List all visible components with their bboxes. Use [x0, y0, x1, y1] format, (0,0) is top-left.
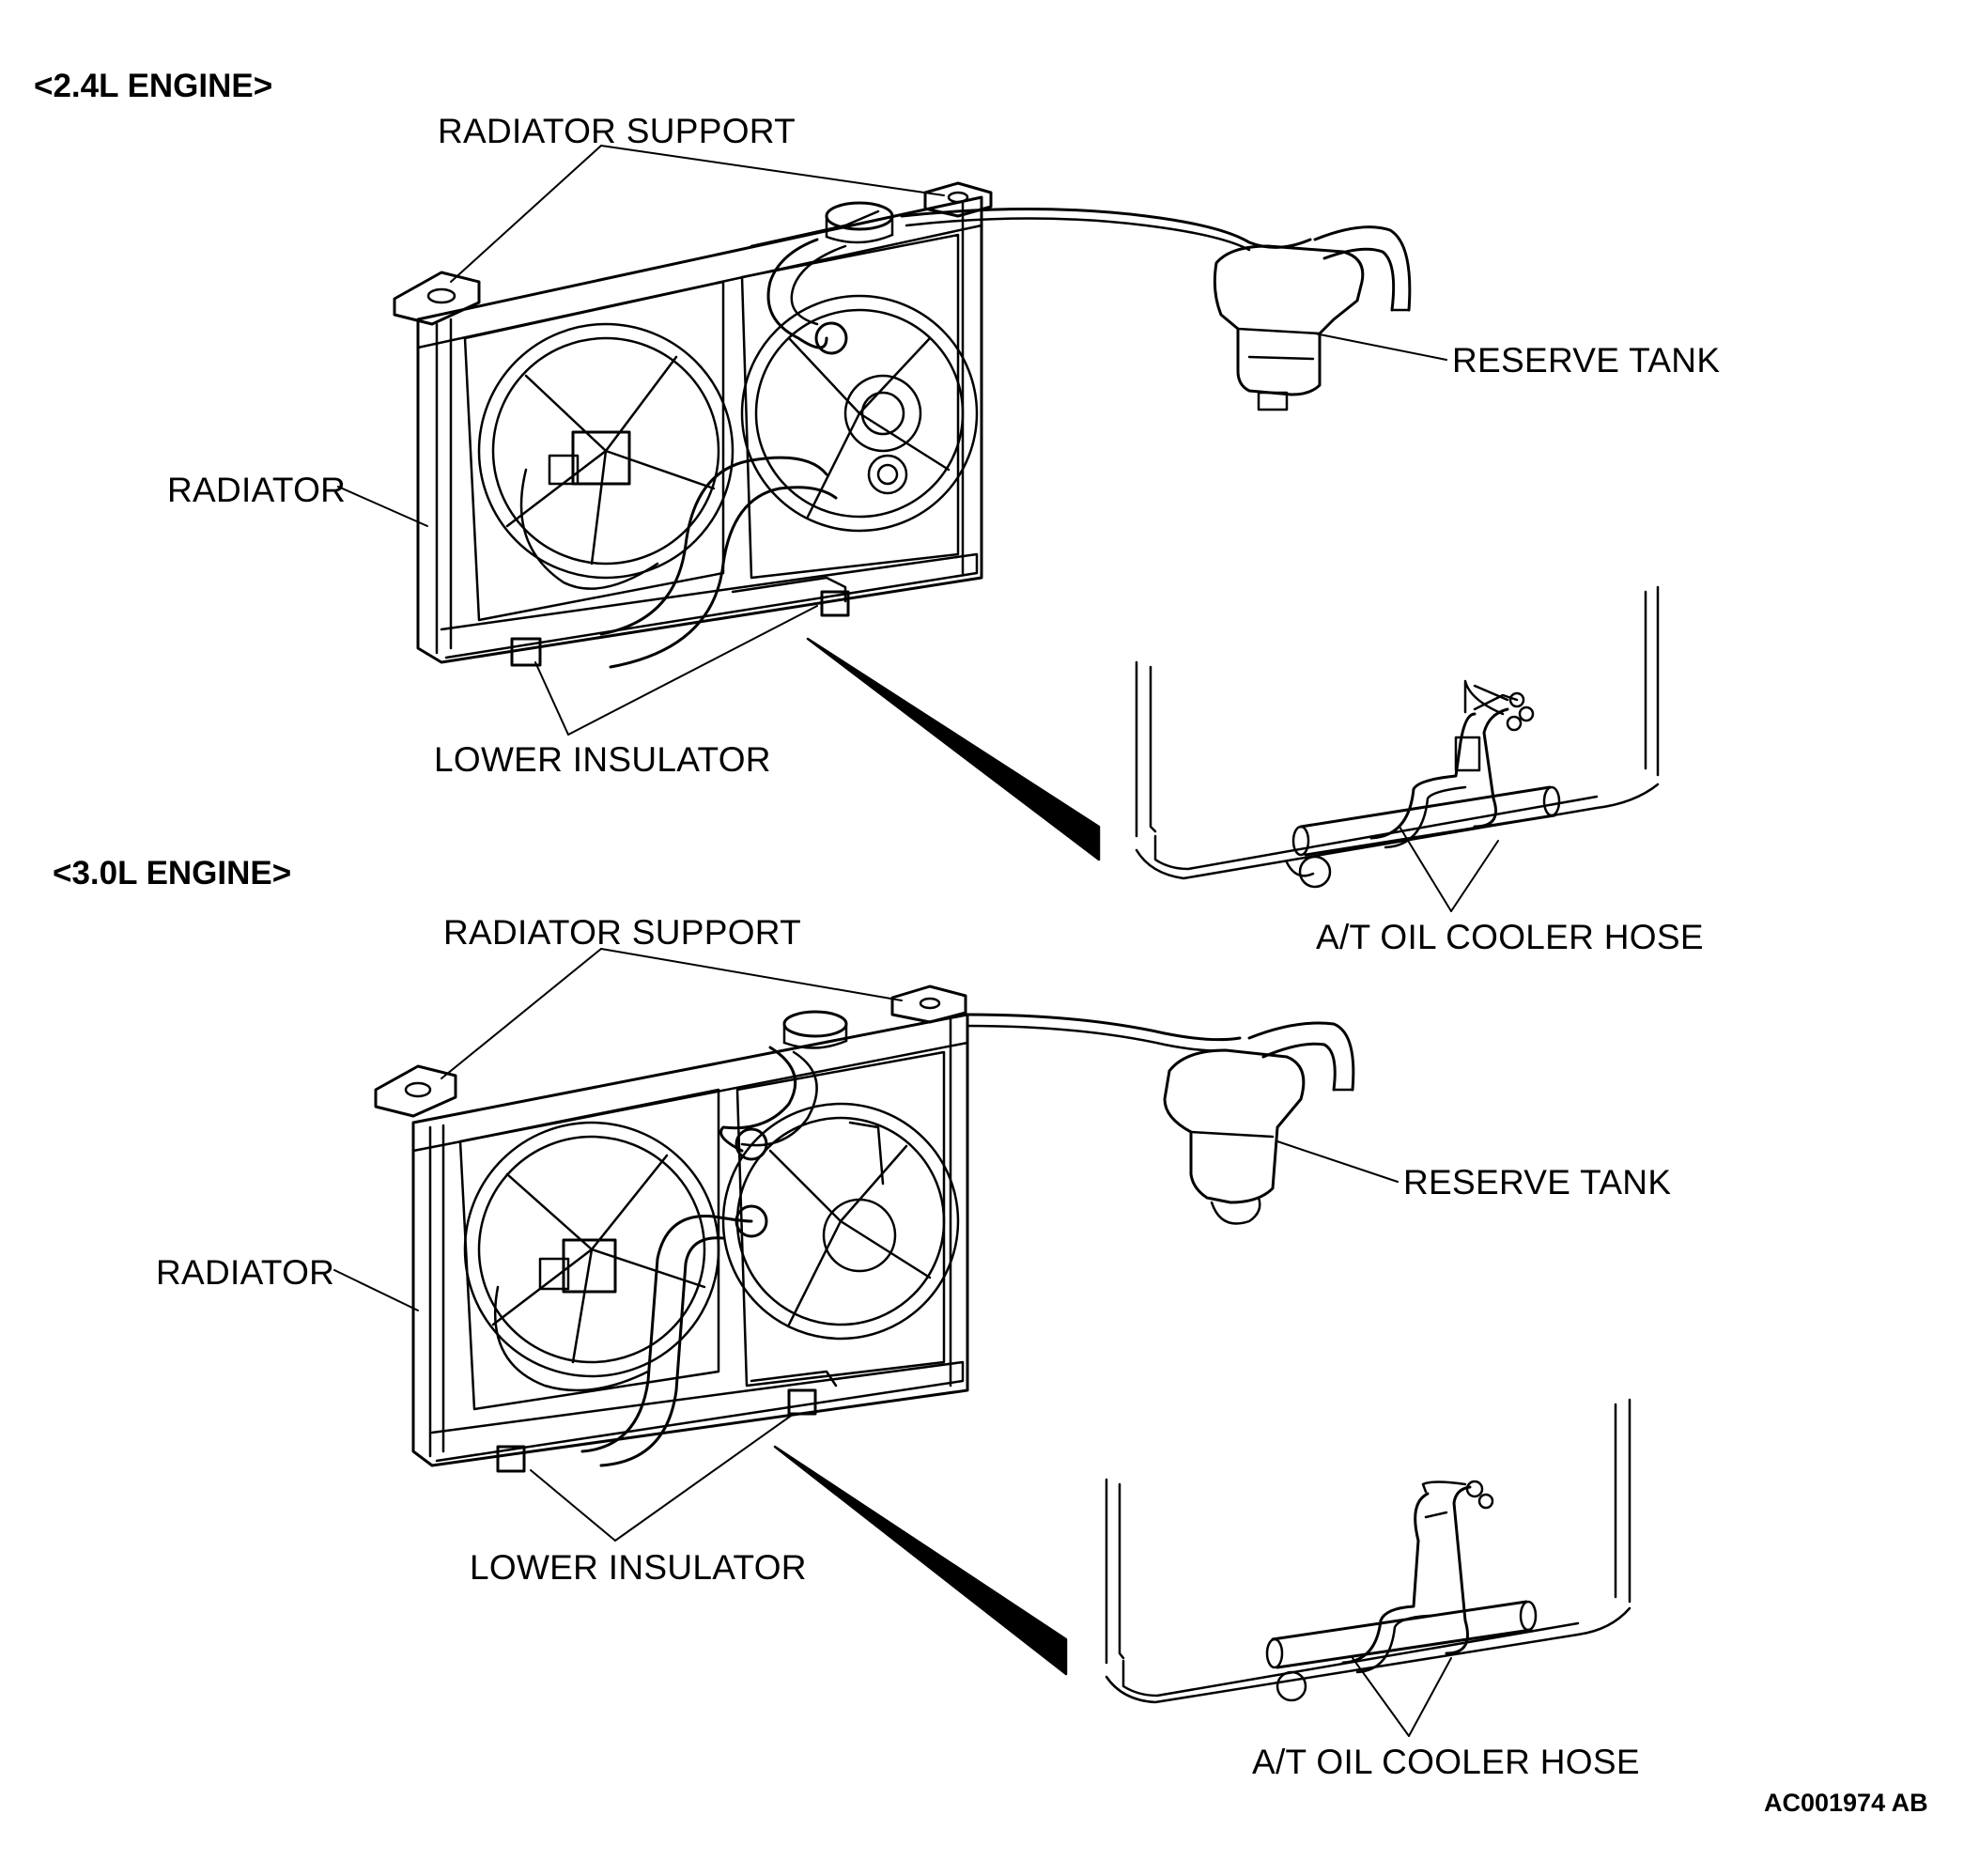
- section-heading-3-0l: <3.0L ENGINE>: [53, 855, 292, 891]
- radiator-support-bracket: [890, 985, 967, 1024]
- label-radiator-support: RADIATOR SUPPORT: [443, 913, 802, 952]
- reserve-tank: [1213, 244, 1365, 396]
- reserve-tank: [1163, 1048, 1306, 1204]
- fan-motor: [571, 430, 631, 486]
- label-lower-insulator: LOWER INSULATOR: [470, 1548, 807, 1587]
- fan-shroud: [740, 233, 960, 580]
- detail-pointer: [806, 637, 1101, 861]
- oil-cooler-hose: [1341, 1492, 1430, 1665]
- leader-lines-3-0l: [333, 948, 1452, 1737]
- radiator-cap: [782, 1010, 848, 1038]
- fan-shroud: [463, 280, 725, 622]
- radiator-support-bracket: [374, 1064, 457, 1118]
- lower-hose: [599, 456, 828, 636]
- upper-hose: [719, 1046, 797, 1153]
- label-oil-cooler-hose: A/T OIL COOLER HOSE: [1316, 918, 1704, 956]
- lower-hose: [580, 1215, 753, 1453]
- label-reserve-tank: RESERVE TANK: [1403, 1163, 1672, 1202]
- radiator-support-bracket: [393, 271, 481, 326]
- radiator-support-bracket: [923, 181, 993, 218]
- fan-motor: [562, 1238, 617, 1294]
- radiator-assembly-3-0l: [374, 985, 1355, 1473]
- lower-insulator: [496, 1445, 526, 1473]
- cooling-fan: [477, 322, 735, 580]
- cooling-fan: [463, 1121, 720, 1378]
- oil-cooler-hose: [1473, 707, 1509, 829]
- oil-cooler-hose: [1445, 1485, 1472, 1655]
- label-radiator: RADIATOR: [156, 1253, 335, 1292]
- lower-insulator: [820, 590, 850, 617]
- radiator-cap: [825, 201, 894, 231]
- fan-shroud: [458, 1088, 720, 1411]
- section-heading-2-4l: <2.4L ENGINE>: [34, 68, 273, 104]
- radiator-assembly-2-4l: [393, 181, 1412, 669]
- label-lower-insulator: LOWER INSULATOR: [434, 740, 771, 779]
- reserve-tank-hose: [966, 1013, 1242, 1042]
- label-radiator-support: RADIATOR SUPPORT: [438, 112, 796, 150]
- label-oil-cooler-hose: A/T OIL COOLER HOSE: [1252, 1743, 1640, 1781]
- label-radiator: RADIATOR: [167, 471, 347, 509]
- label-reserve-tank: RESERVE TANK: [1452, 341, 1721, 380]
- oil-cooler-detail-3-0l: [1105, 1398, 1632, 1704]
- fan-shroud: [735, 1050, 946, 1388]
- leader-lines-2-4l: [337, 145, 1499, 912]
- figure-code: AC001974 AB: [1764, 1789, 1928, 1817]
- lower-insulator: [510, 637, 542, 667]
- cooling-fan: [740, 294, 979, 533]
- oil-cooler-hose: [1369, 712, 1477, 840]
- detail-pointer: [773, 1445, 1068, 1676]
- cooling-fan: [721, 1102, 960, 1341]
- lower-insulator: [787, 1388, 817, 1416]
- oil-cooler-detail-2-4l: [1135, 585, 1660, 889]
